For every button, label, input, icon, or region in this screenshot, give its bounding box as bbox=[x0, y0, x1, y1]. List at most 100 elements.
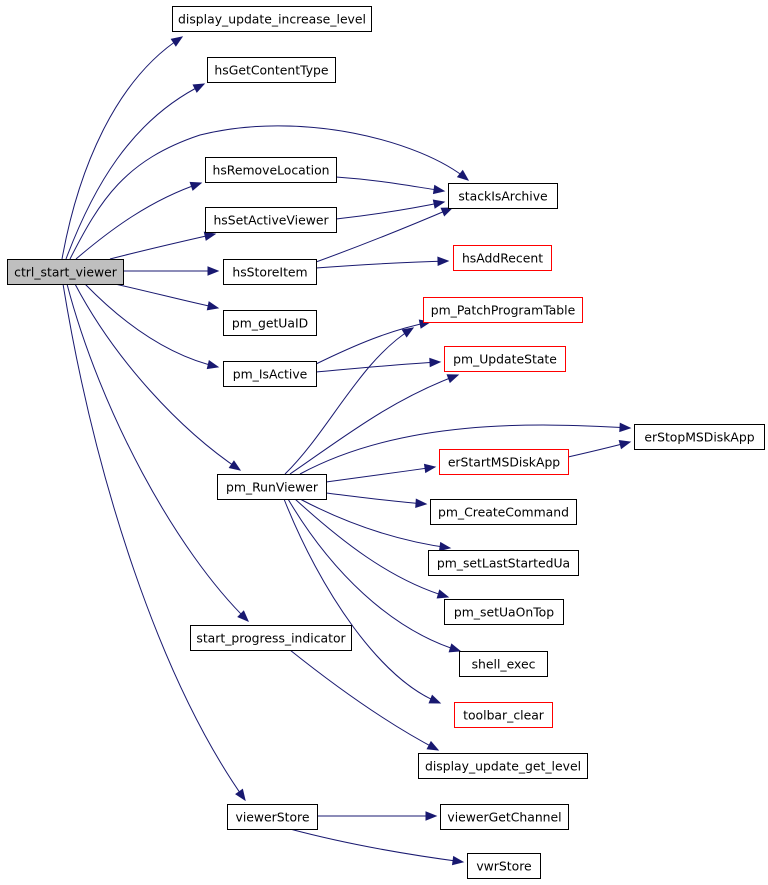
edge-line bbox=[66, 283, 249, 622]
edges-layer bbox=[61, 36, 632, 866]
node-shell_exec[interactable]: shell_exec bbox=[459, 651, 548, 677]
arrowhead-icon bbox=[426, 740, 440, 751]
node-label: hsAddRecent bbox=[462, 251, 543, 266]
edge-line bbox=[61, 36, 183, 260]
edge-hsRemoveLocation-to-stackIsArchive bbox=[335, 176, 446, 195]
arrowhead-icon bbox=[618, 440, 632, 450]
edge-erStartMSDiskApp-to-erStopMSDiskApp bbox=[567, 440, 632, 458]
edge-pm_RunViewer-to-pm_setLastStartedUa bbox=[299, 498, 452, 552]
node-pm_setUaOnTop[interactable]: pm_setUaOnTop bbox=[444, 599, 564, 625]
node-pm_getUaID[interactable]: pm_getUaID bbox=[223, 310, 317, 336]
edge-pm_RunViewer-to-shell_exec bbox=[287, 498, 462, 653]
arrowhead-icon bbox=[619, 422, 632, 433]
edge-pm_IsActive-to-pm_UpdateState bbox=[315, 357, 442, 373]
edge-pm_RunViewer-to-pm_UpdateState bbox=[289, 374, 460, 475]
edge-line bbox=[69, 125, 469, 260]
node-box bbox=[453, 245, 552, 271]
node-label: erStartMSDiskApp bbox=[448, 455, 560, 470]
node-pm_PatchProgramTable[interactable]: pm_PatchProgramTable bbox=[423, 297, 583, 323]
arrowhead-icon bbox=[203, 231, 217, 241]
node-label: stackIsArchive bbox=[458, 189, 547, 204]
edge-line bbox=[283, 498, 441, 704]
arrowhead-icon bbox=[415, 498, 428, 509]
edge-hsStoreItem-to-hsAddRecent bbox=[315, 256, 450, 269]
nodes-layer: ctrl_start_viewer display_update_increase… bbox=[7, 6, 765, 879]
arrowhead-icon bbox=[401, 327, 415, 338]
node-label: pm_CreateCommand bbox=[438, 505, 569, 520]
edge-line bbox=[62, 283, 246, 801]
arrowhead-icon bbox=[206, 301, 220, 311]
node-hsAddRecent[interactable]: hsAddRecent bbox=[453, 245, 552, 271]
node-ctrl_start_viewer: ctrl_start_viewer bbox=[7, 259, 124, 285]
node-box bbox=[439, 449, 569, 475]
node-pm_RunViewer[interactable]: pm_RunViewer bbox=[217, 474, 327, 500]
edge-line bbox=[325, 492, 427, 505]
edge-hsSetActiveViewer-to-stackIsArchive bbox=[335, 199, 446, 220]
node-label: hsSetActiveViewer bbox=[213, 213, 329, 228]
arrowhead-icon bbox=[448, 643, 462, 653]
node-viewerStore[interactable]: viewerStore bbox=[227, 804, 318, 830]
node-start_progress_indicator[interactable]: start_progress_indicator bbox=[190, 625, 352, 651]
node-viewerGetChannel[interactable]: viewerGetChannel bbox=[440, 804, 569, 830]
edge-pm_RunViewer-to-pm_setUaOnTop bbox=[294, 498, 450, 599]
edge-ctrl_start_viewer-to-pm_getUaID bbox=[114, 283, 220, 311]
node-label: pm_UpdateState bbox=[453, 352, 557, 367]
edge-viewerStore-to-viewerGetChannel bbox=[317, 811, 438, 821]
edge-line bbox=[84, 283, 219, 368]
node-hsStoreItem[interactable]: hsStoreItem bbox=[223, 259, 317, 285]
node-erStopMSDiskApp[interactable]: erStopMSDiskApp bbox=[634, 424, 765, 450]
node-pm_UpdateState[interactable]: pm_UpdateState bbox=[444, 346, 566, 372]
node-vwrStore[interactable]: vwrStore bbox=[467, 853, 541, 879]
node-stackIsArchive[interactable]: stackIsArchive bbox=[448, 183, 558, 209]
node-box bbox=[227, 804, 318, 830]
node-label: pm_PatchProgramTable bbox=[431, 303, 575, 318]
edge-pm_RunViewer-to-erStartMSDiskApp bbox=[325, 463, 437, 483]
node-box bbox=[454, 702, 553, 728]
edge-ctrl_start_viewer-to-hsStoreItem bbox=[123, 266, 220, 276]
arrowhead-icon bbox=[207, 266, 220, 276]
arrowhead-icon bbox=[237, 610, 249, 622]
node-erStartMSDiskApp[interactable]: erStartMSDiskApp bbox=[439, 449, 569, 475]
arrowhead-icon bbox=[423, 463, 437, 474]
edge-line bbox=[315, 321, 431, 365]
node-pm_CreateCommand[interactable]: pm_CreateCommand bbox=[430, 499, 577, 525]
node-label: hsRemoveLocation bbox=[213, 163, 330, 178]
node-pm_setLastStartedUa[interactable]: pm_setLastStartedUa bbox=[428, 550, 579, 576]
edge-line bbox=[299, 424, 631, 475]
edge-line bbox=[284, 327, 414, 475]
arrowhead-icon bbox=[235, 788, 246, 802]
node-hsSetActiveViewer[interactable]: hsSetActiveViewer bbox=[205, 207, 337, 233]
node-box bbox=[428, 550, 579, 576]
node-label: toolbar_clear bbox=[463, 708, 545, 723]
node-box bbox=[444, 346, 566, 372]
edge-line bbox=[335, 176, 445, 192]
node-box bbox=[205, 157, 337, 183]
node-box bbox=[423, 297, 583, 323]
edge-pm_IsActive-to-pm_PatchProgramTable bbox=[315, 319, 432, 365]
arrowhead-icon bbox=[189, 181, 203, 191]
node-box bbox=[430, 499, 577, 525]
arrowhead-icon bbox=[170, 36, 184, 47]
node-hsRemoveLocation[interactable]: hsRemoveLocation bbox=[205, 157, 337, 183]
node-display_update_increase_level[interactable]: display_update_increase_level bbox=[172, 6, 372, 32]
node-box bbox=[217, 474, 327, 500]
node-toolbar_clear[interactable]: toolbar_clear bbox=[454, 702, 553, 728]
node-box bbox=[223, 361, 317, 387]
node-box bbox=[190, 625, 352, 651]
node-box bbox=[444, 599, 564, 625]
edge-line bbox=[294, 498, 449, 598]
arrowhead-icon bbox=[437, 256, 450, 267]
edge-line bbox=[299, 498, 451, 549]
edge-ctrl_start_viewer-to-pm_RunViewer bbox=[74, 283, 242, 471]
node-label: pm_RunViewer bbox=[226, 480, 319, 495]
arrowhead-icon bbox=[206, 359, 220, 370]
node-pm_IsActive[interactable]: pm_IsActive bbox=[223, 361, 317, 387]
edge-line bbox=[74, 283, 241, 471]
node-hsGetContentType[interactable]: hsGetContentType bbox=[207, 57, 336, 83]
edge-start_progress_indicator-to-display_update_get_level bbox=[289, 649, 440, 751]
edge-line bbox=[315, 361, 441, 373]
node-label: hsStoreItem bbox=[232, 265, 307, 280]
edge-line bbox=[315, 260, 449, 269]
node-display_update_get_level[interactable]: display_update_get_level bbox=[418, 753, 588, 779]
arrowhead-icon bbox=[432, 199, 446, 209]
